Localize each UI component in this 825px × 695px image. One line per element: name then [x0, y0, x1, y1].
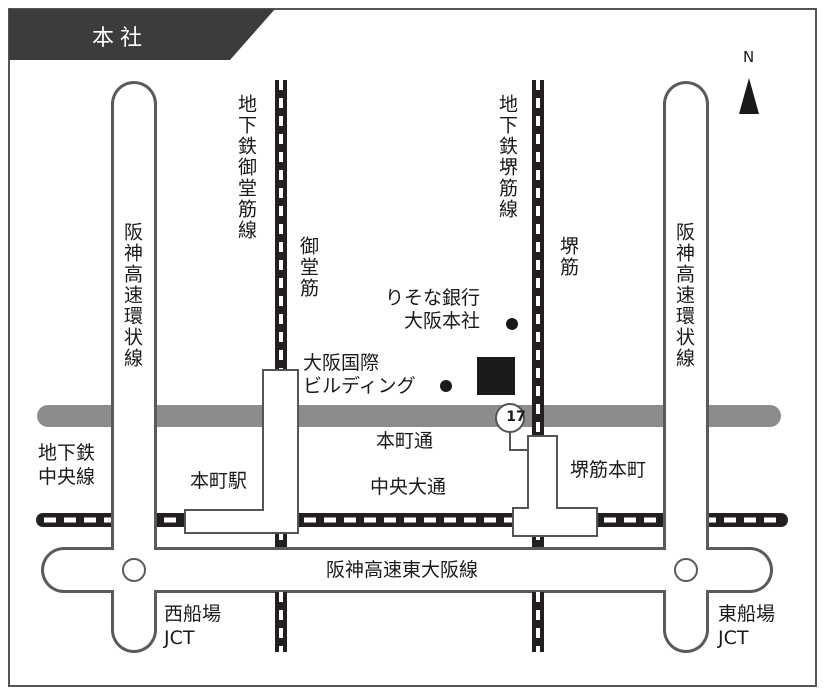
sakaisuji-subway-label: 地下鉄堺筋線 — [496, 94, 518, 220]
north-arrow-half — [749, 78, 759, 114]
midosuji-subway-label: 地下鉄御堂筋線 — [235, 94, 257, 241]
higashisemba-jct-marker — [674, 558, 698, 582]
north-label: N — [743, 48, 755, 66]
kokusai-label: 大阪国際 ビルディング — [303, 352, 416, 397]
sakaisuji-street-label: 堺筋 — [557, 236, 579, 278]
hq-building — [477, 357, 515, 395]
nishisemba-jct-marker — [122, 558, 146, 582]
loop-west-label: 阪神高速環状線 — [121, 222, 143, 369]
honmachi-station-label: 本町駅 — [190, 470, 248, 492]
resona-label: りそな銀行 大阪本社 — [385, 287, 481, 332]
route-17-connector — [509, 430, 528, 451]
higashisemba-jct-label: 東船場 JCT — [718, 603, 776, 649]
header-title: 本社 — [92, 26, 149, 51]
route-17-label: 17 — [506, 409, 526, 425]
loop-east-label: 阪神高速環状線 — [673, 222, 695, 369]
kokusai-dot — [440, 380, 452, 392]
route-17-marker — [495, 403, 525, 433]
resona-dot — [506, 318, 518, 330]
header-tab — [9, 9, 275, 60]
midosuji-street-label: 御堂筋 — [297, 236, 319, 299]
north-arrow-icon — [739, 78, 749, 114]
honmachi-dori-label: 本町通 — [376, 430, 434, 452]
expressway-network — [41, 81, 773, 653]
chuo-subway-label: 地下鉄 中央線 — [38, 442, 96, 488]
honmachi-station-building — [184, 369, 299, 534]
chuo-odori-label: 中央大通 — [370, 476, 447, 498]
higashi-osaka-line-label: 阪神高速東大阪線 — [326, 559, 479, 581]
sakaisuji-honmachi-label: 堺筋本町 — [570, 459, 647, 481]
sakaisuji-honmachi-station-building — [512, 435, 598, 537]
nishisemba-jct-label: 西船場 JCT — [164, 603, 222, 649]
